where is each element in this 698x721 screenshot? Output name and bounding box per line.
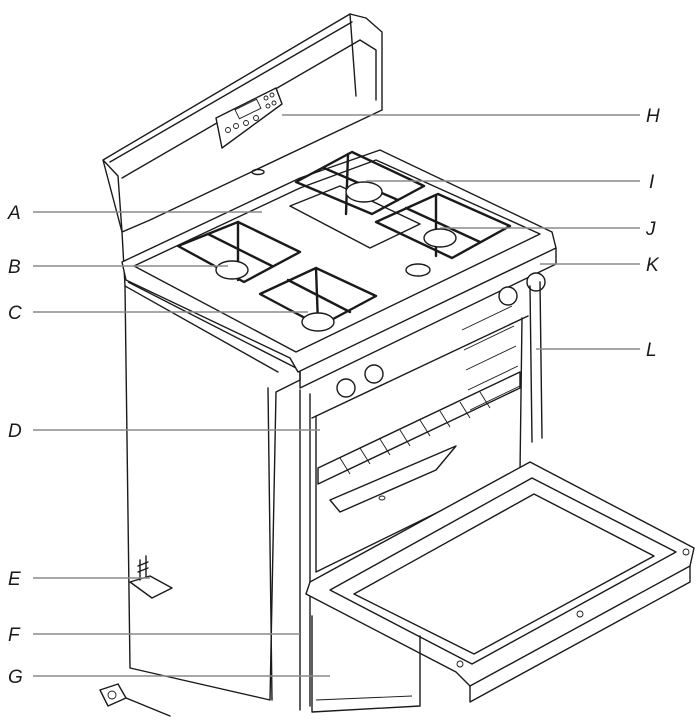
oven-frame bbox=[299, 281, 543, 711]
label-l: L bbox=[646, 340, 657, 361]
storage-drawer bbox=[311, 615, 421, 713]
label-e: E bbox=[8, 569, 21, 590]
label-c: C bbox=[8, 303, 22, 324]
label-k: K bbox=[646, 255, 660, 276]
oven-rack bbox=[317, 371, 521, 485]
burner-front-left bbox=[301, 312, 335, 332]
leader-lines bbox=[33, 114, 640, 677]
burners bbox=[215, 181, 457, 332]
label-j: J bbox=[645, 219, 656, 240]
control-knobs bbox=[336, 272, 546, 398]
label-h: H bbox=[646, 106, 660, 127]
burner-rear-right bbox=[345, 181, 383, 203]
burner-rear-left bbox=[215, 260, 249, 280]
callout-labels: A B C D E F G H I J K L bbox=[7, 106, 660, 688]
label-f: F bbox=[8, 625, 21, 646]
oven-door bbox=[305, 461, 695, 703]
label-g: G bbox=[8, 667, 23, 688]
oven-cavity bbox=[315, 305, 523, 573]
control-display-panel bbox=[215, 87, 283, 149]
burner-front-right bbox=[423, 228, 457, 248]
label-i: I bbox=[649, 172, 655, 193]
burner-small bbox=[405, 263, 431, 277]
label-d: D bbox=[8, 421, 22, 442]
label-a: A bbox=[7, 203, 21, 224]
backguard-logo bbox=[251, 168, 265, 176]
label-b: B bbox=[8, 257, 21, 278]
